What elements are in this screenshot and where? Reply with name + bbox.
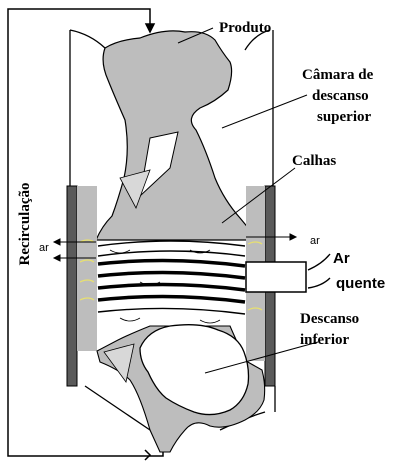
left-wall bbox=[67, 186, 77, 386]
label-recirculacao: Recirculação bbox=[17, 182, 33, 265]
label-ar-right: ar bbox=[310, 235, 320, 247]
label-calhas: Calhas bbox=[292, 153, 336, 169]
label-ar-left: ar bbox=[39, 242, 49, 254]
left-grain-column bbox=[77, 186, 97, 351]
label-camara-line3: superior bbox=[317, 109, 372, 125]
label-produto: Produto bbox=[219, 20, 271, 36]
label-camara-line2: descanso bbox=[312, 88, 369, 104]
label-ar-quente-line2: quente bbox=[336, 275, 385, 292]
hot-air-arrows bbox=[308, 254, 330, 288]
label-ar-quente-line1: Ar bbox=[333, 250, 350, 267]
troughs bbox=[98, 241, 245, 314]
label-descanso-line1: Descanso bbox=[300, 311, 359, 327]
label-camara-line1: Câmara de bbox=[302, 67, 374, 83]
label-descanso-line2: inferior bbox=[300, 332, 349, 348]
hot-air-inlet bbox=[246, 262, 306, 292]
